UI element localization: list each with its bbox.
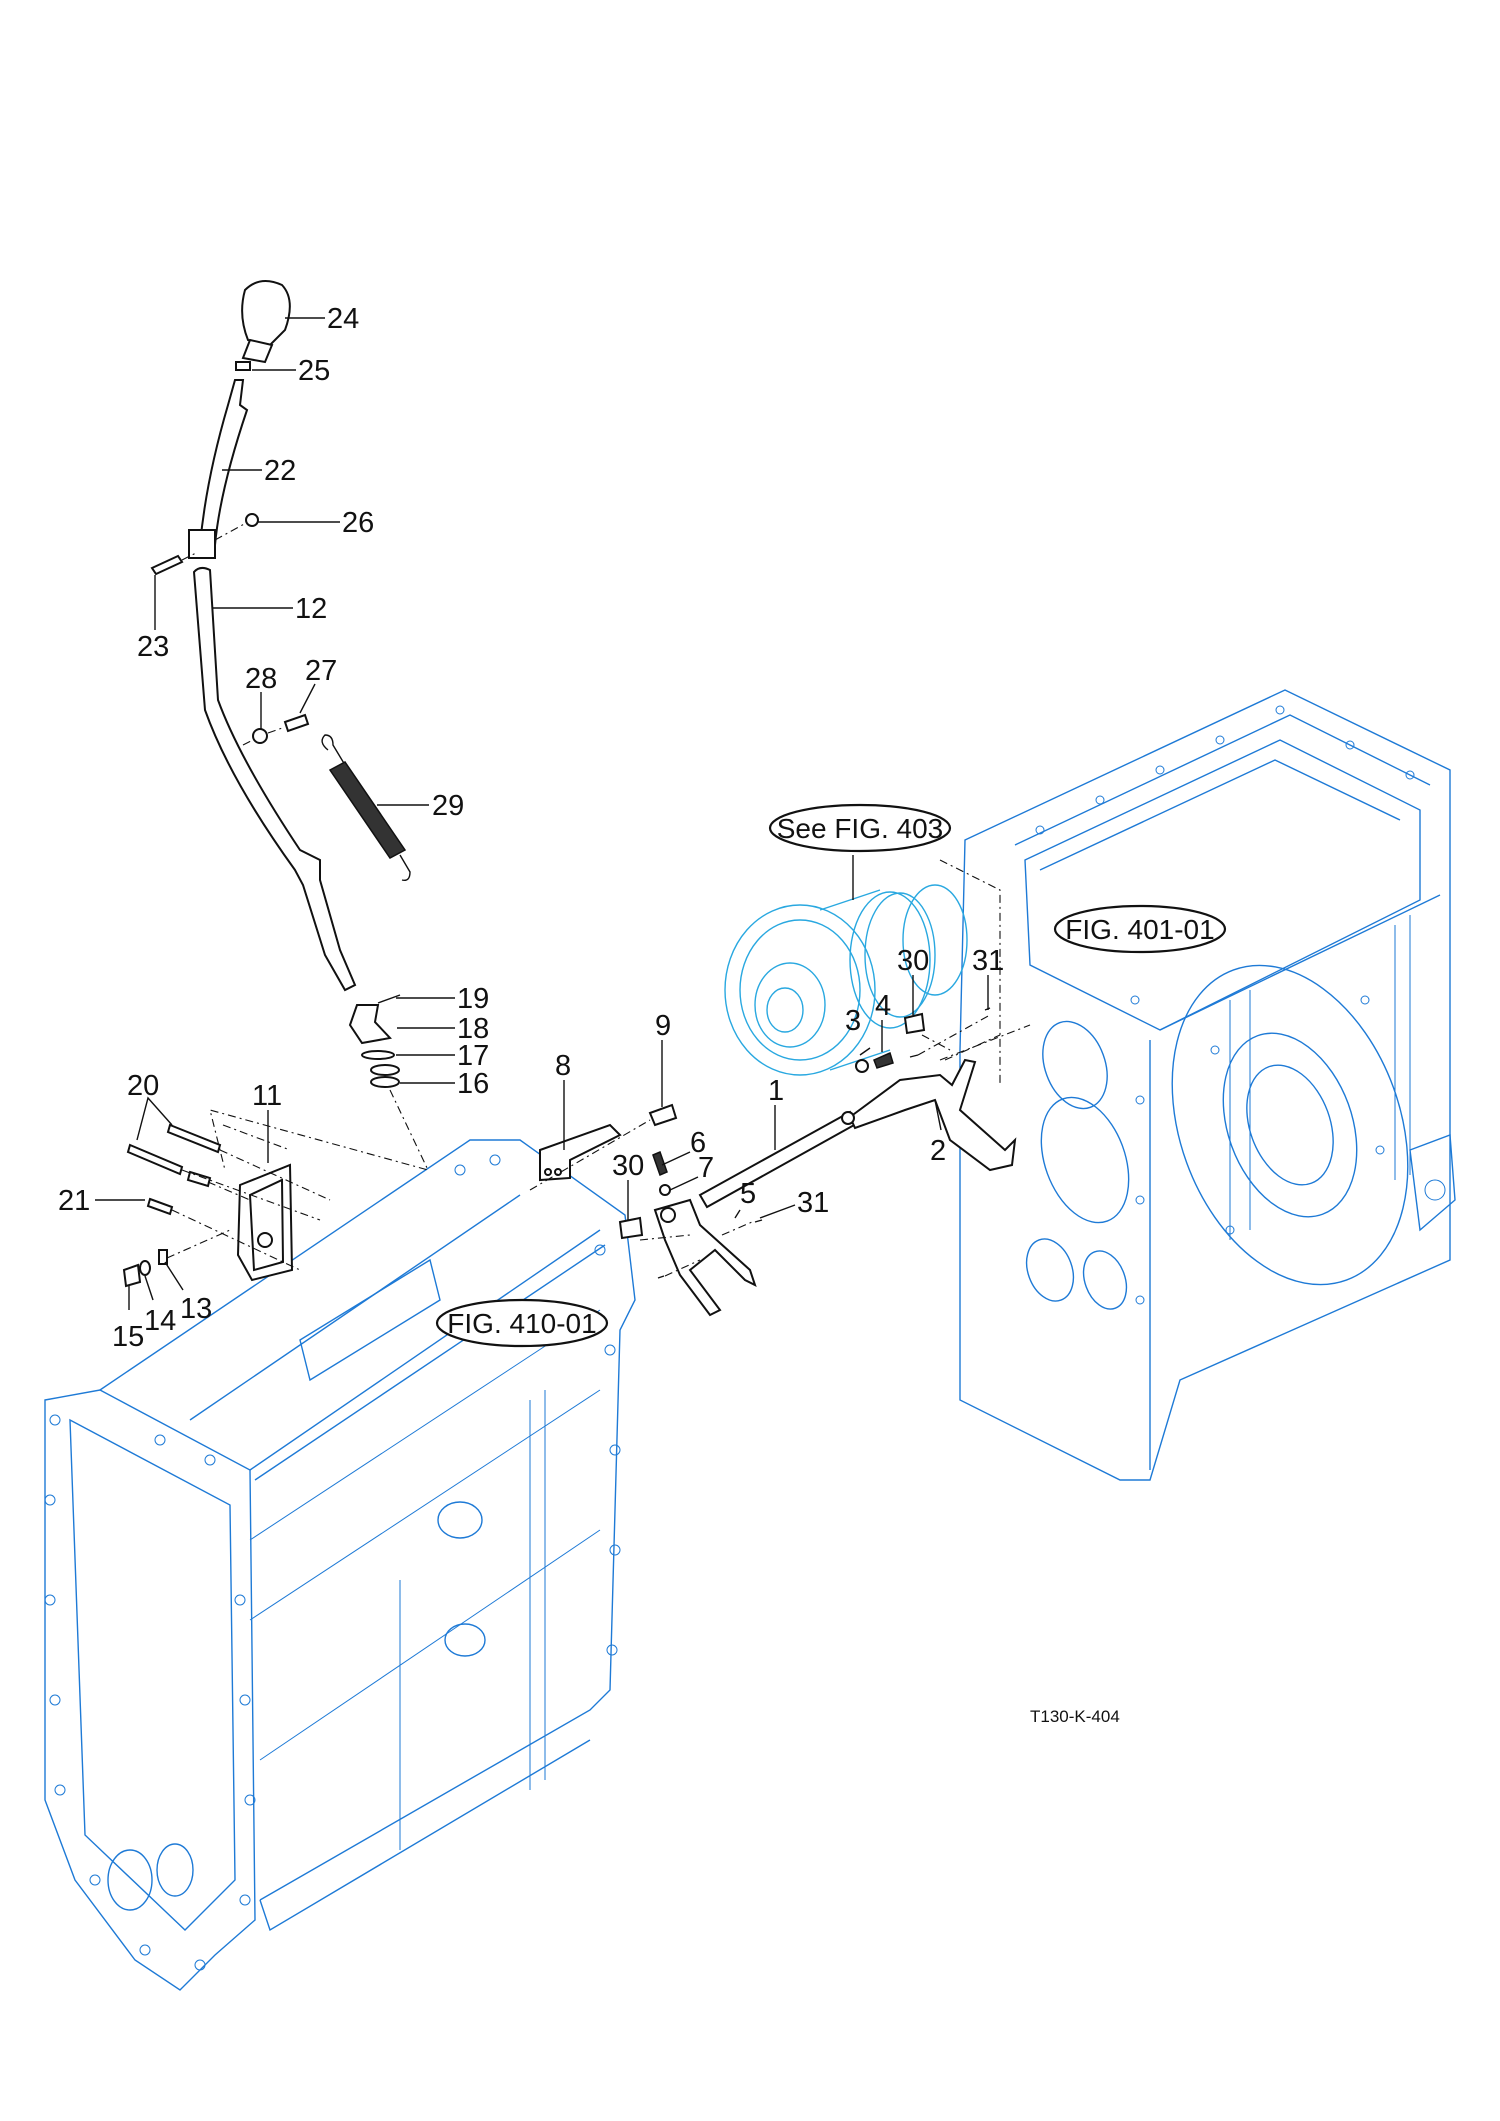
callout-8[interactable]: 8 [555,1050,571,1082]
callout-11[interactable]: 11 [252,1080,282,1112]
callout-23[interactable]: 23 [137,631,169,663]
bolt-part[interactable] [146,1197,174,1216]
callout-2[interactable]: 2 [930,1135,946,1167]
lever-clamp-part[interactable] [188,529,216,559]
shift-rod-part[interactable] [698,1110,858,1209]
callout-31-upper[interactable]: 31 [972,945,1004,977]
screw-part[interactable] [657,1275,665,1279]
housing-bolt-holes [1035,705,1415,1305]
plug-part[interactable] [122,1263,142,1288]
callout-17[interactable]: 17 [457,1040,489,1072]
fitting-part[interactable] [648,1103,678,1127]
spring-part[interactable] [873,1051,894,1069]
pin-part[interactable] [377,994,401,1004]
figure-reference-see-403[interactable]: See FIG. 403 [768,803,952,853]
bolt-part[interactable] [126,1143,184,1176]
fig-401-01-label[interactable]: FIG. 401-01 [1065,914,1214,945]
callout-6[interactable]: 6 [690,1127,706,1159]
callout-20[interactable]: 20 [127,1070,159,1102]
callout-16[interactable]: 16 [457,1068,489,1100]
pin-part[interactable] [158,1249,168,1265]
drawing-number: T130-K-404 [1030,1707,1120,1726]
callout-31-lower[interactable]: 31 [797,1187,829,1219]
callout-29[interactable]: 29 [432,790,464,822]
spring-part[interactable] [652,1150,668,1177]
figure-reference-401-01[interactable]: FIG. 401-01 [1053,904,1227,954]
tension-spring-part[interactable] [321,734,411,882]
shift-fork-part[interactable] [653,1198,757,1317]
see-fig-403-label[interactable]: See FIG. 403 [777,813,944,844]
callout-14[interactable]: 14 [144,1305,176,1337]
screw-part[interactable] [754,1219,763,1223]
housing-flange-holes [44,1154,621,1971]
callout-21[interactable]: 21 [58,1185,90,1217]
callout-13[interactable]: 13 [180,1293,212,1325]
callout-22[interactable]: 22 [264,455,296,487]
callout-15[interactable]: 15 [112,1321,144,1353]
callout-labels: 24 25 22 26 23 12 28 27 29 19 18 17 16 1… [58,303,1004,1353]
callout-4[interactable]: 4 [875,990,891,1022]
front-transmission-housing [44,1139,636,1991]
callout-12[interactable]: 12 [295,593,327,625]
callout-1[interactable]: 1 [768,1075,784,1107]
callout-7[interactable]: 7 [698,1152,714,1184]
bracket-part[interactable] [539,1123,622,1182]
rear-transmission-housing [939,689,1456,1481]
callout-24[interactable]: 24 [327,303,359,335]
lever-extension-part[interactable] [198,379,249,546]
shoe-part[interactable] [903,1012,926,1035]
nut-part[interactable] [252,728,268,744]
shift-lever-assembly [150,280,430,1171]
ball-part[interactable] [855,1059,869,1073]
ring-part[interactable] [361,1050,395,1060]
callout-25[interactable]: 25 [298,355,330,387]
callout-9[interactable]: 9 [655,1010,671,1042]
callout-5[interactable]: 5 [740,1178,756,1210]
callout-3[interactable]: 3 [845,1005,861,1037]
gear-assembly-reference [724,884,968,1076]
shift-lever-part[interactable] [192,566,357,992]
bolt-part[interactable] [150,554,184,576]
callout-27[interactable]: 27 [305,655,337,687]
spring-part[interactable] [370,1064,400,1076]
cover-assembly [122,1123,331,1288]
shift-fork-part[interactable] [848,1058,1017,1172]
screw-part[interactable] [909,1054,919,1058]
callout-30-lower[interactable]: 30 [612,1150,644,1182]
fig-410-01-label[interactable]: FIG. 410-01 [447,1308,596,1339]
callout-28[interactable]: 28 [245,663,277,695]
nut-part[interactable] [235,361,251,371]
washer-part[interactable] [139,1260,151,1276]
bolt-part[interactable] [166,1123,222,1154]
callout-18[interactable]: 18 [457,1013,489,1045]
callout-19[interactable]: 19 [457,983,489,1015]
leader-lines [95,317,989,1310]
nut-part[interactable] [245,513,259,527]
shift-fork-assembly [529,1007,1017,1317]
knob-part[interactable] [241,280,291,364]
bolt-part[interactable] [283,713,310,733]
shoe-part[interactable] [618,1216,644,1240]
figure-reference-410-01[interactable]: FIG. 410-01 [435,1298,609,1348]
boot-part[interactable] [348,1004,392,1045]
callout-26[interactable]: 26 [342,507,374,539]
ball-part[interactable] [659,1184,671,1196]
callout-30-upper[interactable]: 30 [897,945,929,977]
